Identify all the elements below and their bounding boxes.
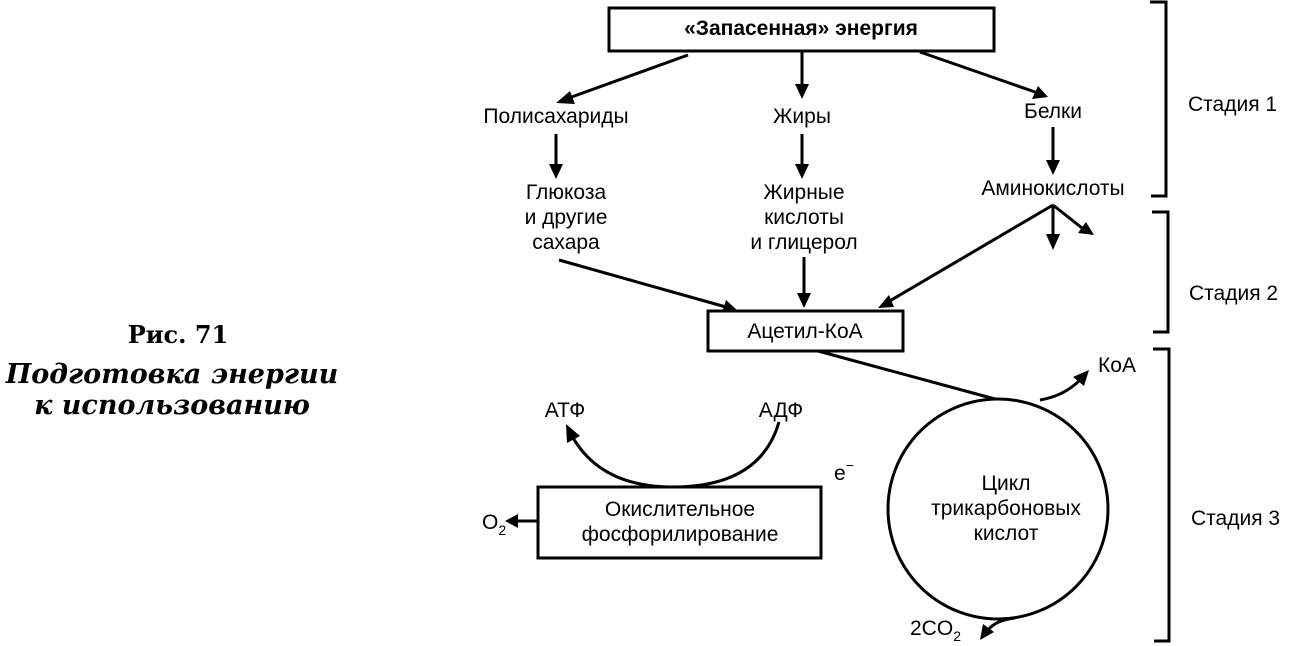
arrow-tca-to-co2 [980,616,1016,640]
node-polysaccharides: Полисахариды [483,105,628,128]
node-tca-line2: трикарбоновых [931,497,1081,520]
node-fatty-acids-line3: и глицерол [750,231,857,254]
node-fats: Жиры [773,105,831,128]
arrow-tca-to-coa [1039,370,1089,402]
node-glucose-line1: Глюкоза [526,181,607,204]
arrow-fatty-acids-to-acetyl-coa [797,257,811,308]
stage-label-2: Стадия 2 [1189,282,1278,305]
figure-caption: Рис. 71 Подготовка энергии к использован… [5,320,339,421]
figure-title-line2: к использованию [34,390,310,421]
arrow-oxphos-to-o2 [505,514,538,528]
node-electron-sup: − [846,457,854,473]
figure-number: Рис. 71 [128,320,229,349]
node-tca-line1: Цикл [982,472,1031,495]
svg-text:O2: O2 [482,511,506,538]
node-glucose: Глюкоза и другие сахара [525,181,608,254]
node-electron: e− [834,457,854,485]
node-amino-acids: Аминокислоты [981,177,1124,200]
node-proteins: Белки [1024,100,1082,123]
node-oxphos-line1: Окислительное [605,498,755,521]
arrow-glucose-to-acetyl-coa [558,258,738,313]
node-fatty-acids: Жирные кислоты и глицерол [750,181,857,254]
node-fatty-acids-line2: кислоты [764,206,844,229]
node-fatty-acids-line1: Жирные [763,181,844,204]
node-co2-main: 2CO [910,617,953,640]
arrow-acetyl-coa-to-tca [817,349,996,401]
node-adp: АДФ [759,399,803,422]
node-oxphos-line2: фосфорилирование [582,523,779,546]
svg-text:2CO2: 2CO2 [910,617,961,644]
node-oxphos: Окислительное фосфорилирование [536,485,823,560]
arrow-amino-acids-right [1052,203,1094,235]
arrow-amino-acids-to-acetyl-coa [878,203,1054,308]
stage-label-3: Стадия 3 [1191,507,1280,530]
node-atp: АТФ [545,399,585,422]
node-acetyl-coa: Ацетил-КоА [706,309,905,353]
node-o2: O2 [482,511,506,538]
node-electron-main: e [834,462,846,485]
node-co2-sub: 2 [953,628,961,644]
stage-bracket-1: Стадия 1 [1150,0,1277,198]
arrow-amino-acids-down [1046,205,1060,250]
node-coa: КоА [1098,354,1136,377]
arrow-proteins-to-amino-acids [1046,127,1060,175]
arrow-fats-to-fatty-acids [795,134,809,179]
arrow-polysaccharides-to-glucose [549,134,563,179]
node-stored-energy-label: «Запасенная» энергия [684,17,918,40]
node-stored-energy: «Запасенная» энергия [607,6,996,53]
node-acetyl-coa-label: Ацетил-КоА [747,320,862,343]
stage-bracket-2: Стадия 2 [1152,210,1278,334]
node-tca-cycle: Цикл трикарбоновых кислот [886,397,1110,621]
stage-bracket-3: Стадия 3 [1153,347,1280,643]
arrow-stored-to-proteins [919,50,1048,99]
node-o2-sub: 2 [498,522,506,538]
node-o2-main: O [482,511,498,534]
arrow-stored-to-polysaccharides [556,53,689,104]
node-tca-line3: кислот [974,522,1039,545]
arrow-adp-to-atp [566,421,781,489]
stage-label-1: Стадия 1 [1188,93,1277,116]
node-glucose-line3: сахара [532,231,600,254]
svg-text:e−: e− [834,457,854,485]
figure-title-line1: Подготовка энергии [5,359,339,390]
node-glucose-line2: и другие [525,206,608,229]
arrow-stored-to-fats [795,52,809,99]
node-co2: 2CO2 [910,617,961,644]
